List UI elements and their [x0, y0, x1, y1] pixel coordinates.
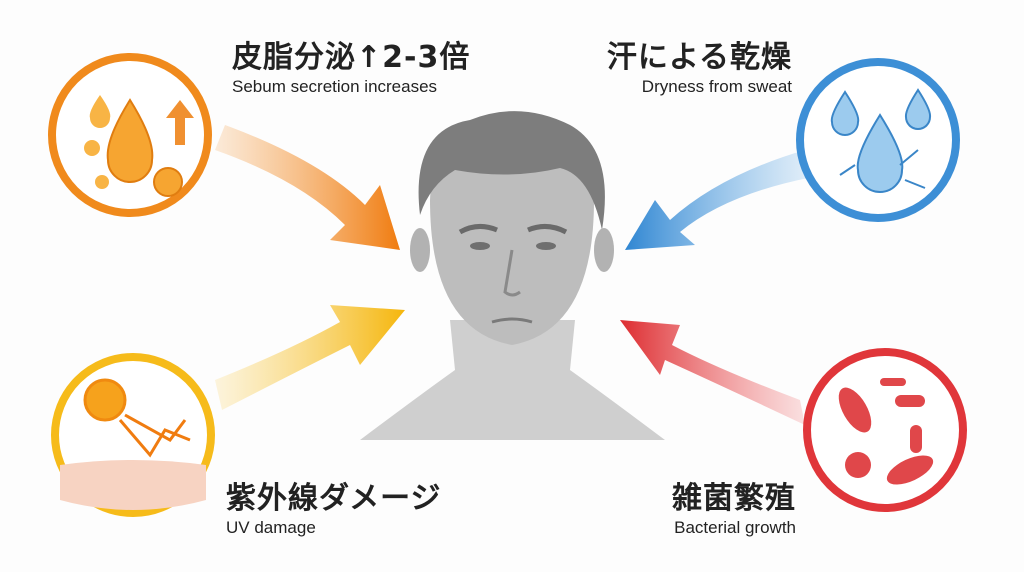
uv-icon-circle [51, 353, 215, 517]
bacteria-icon-circle [803, 348, 967, 512]
bacteria-icon [838, 378, 934, 485]
oil-droplets-up-icon [84, 95, 194, 197]
sun-skin-uv-icon [60, 378, 206, 510]
male-face-icon [360, 111, 665, 440]
dryness-title-en: Dryness from sweat [641, 77, 792, 96]
uv-title-jp: 紫外線ダメージ [226, 481, 442, 516]
uv-title-en: UV damage [226, 518, 316, 537]
dryness-icon-circle [796, 58, 960, 222]
bacteria-arrow [620, 320, 805, 425]
sebum-arrow [215, 125, 400, 250]
sebum-title-jp: 皮脂分泌↑2-3倍 [232, 40, 471, 75]
cracked-water-drops-icon [830, 88, 932, 193]
bacteria-title-en: Bacterial growth [674, 518, 796, 537]
dryness-title-jp: 汗による乾燥 [606, 40, 792, 75]
dryness-arrow [625, 150, 808, 250]
sebum-title-en: Sebum secretion increases [232, 77, 438, 96]
bacteria-title-jp: 雑菌繁殖 [672, 481, 796, 516]
uv-arrow [215, 305, 405, 410]
uv-label: 紫外線ダメージ UV damage [226, 481, 442, 539]
bacteria-label: 雑菌繁殖 Bacterial growth [672, 481, 796, 539]
dryness-label: 汗による乾燥 Dryness from sweat [607, 40, 792, 98]
sebum-icon-circle [48, 53, 212, 217]
sebum-label: 皮脂分泌↑2-3倍 Sebum secretion increases [232, 40, 470, 98]
